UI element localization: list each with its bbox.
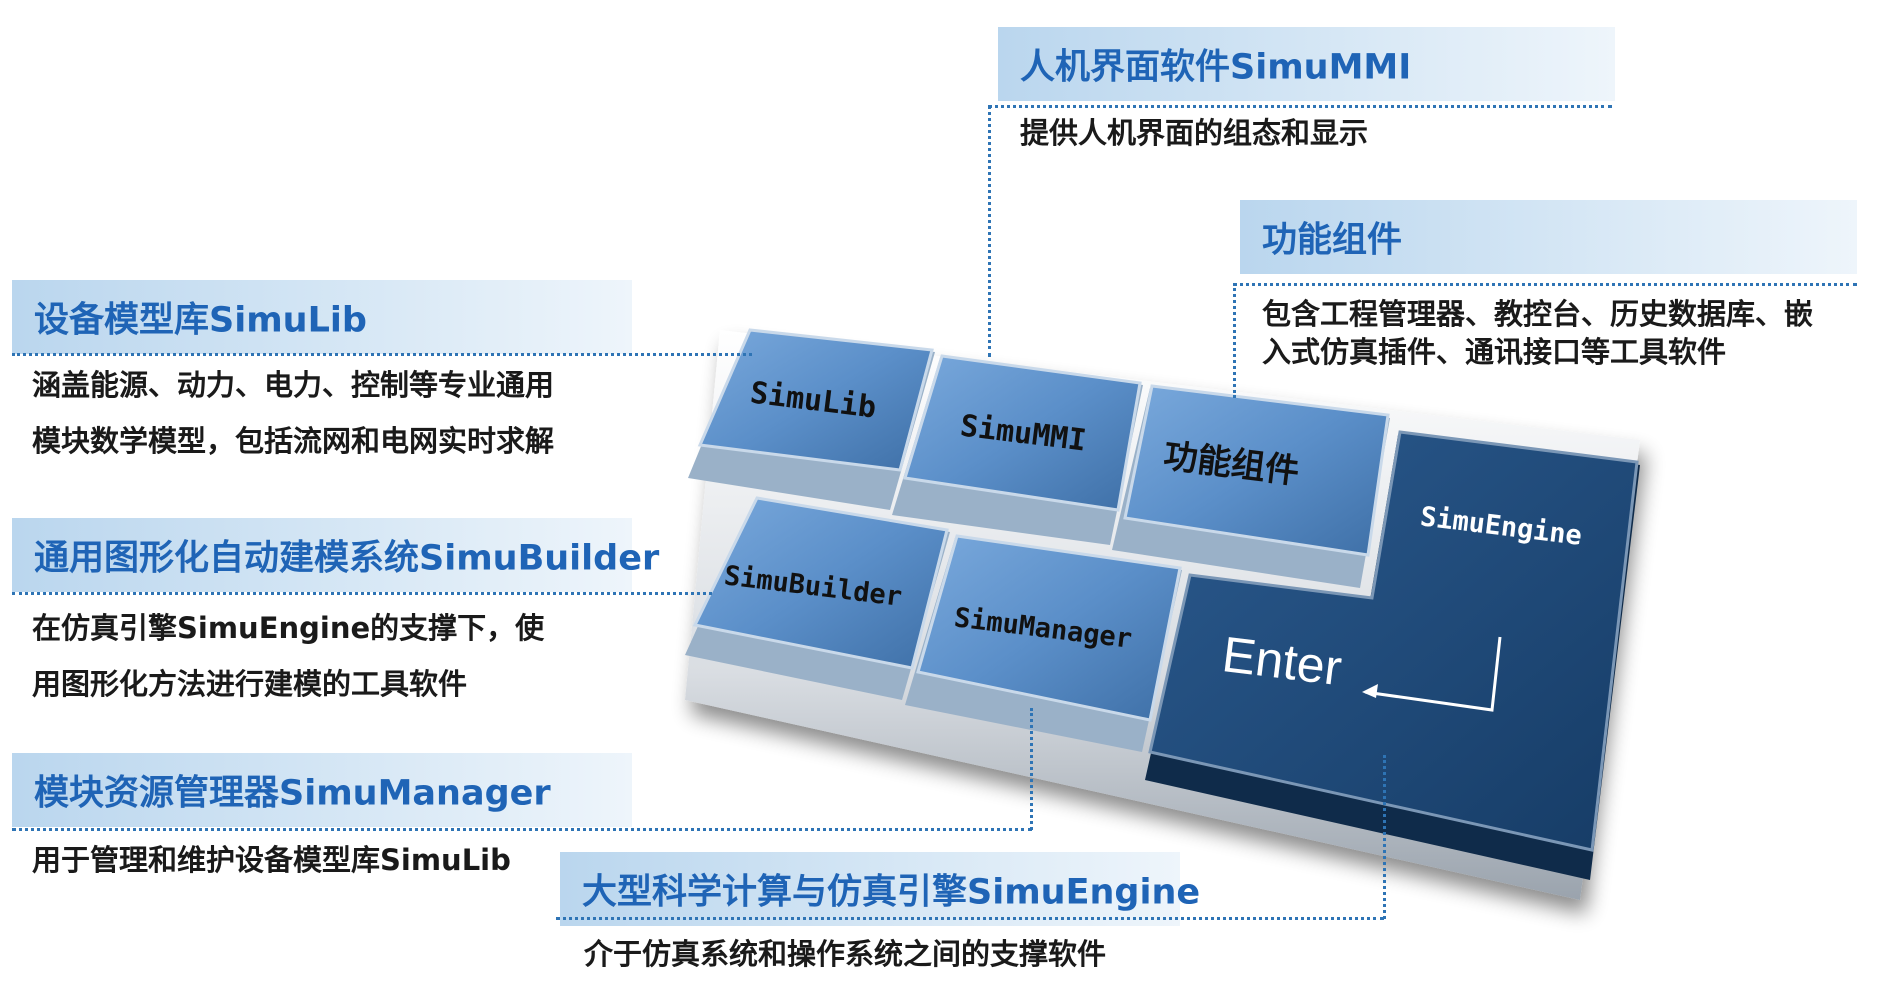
callout-desc-func-line-2: 入式仿真插件、通讯接口等工具软件 <box>1262 335 1727 369</box>
callout-title-simulib-text: 设备模型库SimuLib <box>34 300 367 341</box>
callout-desc-simumanager: 用于管理和维护设备模型库SimuLib <box>32 832 511 888</box>
connector-simubuilder-h <box>12 592 712 595</box>
callout-desc-simubuilder-line-2: 用图形化方法进行建模的工具软件 <box>32 667 468 701</box>
callout-title-simubuilder-text: 通用图形化自动建模系统SimuBuilder <box>34 538 660 579</box>
callout-desc-simulib-line-1: 涵盖能源、动力、电力、控制等专业通用 <box>32 368 555 402</box>
connector-simuengine-v <box>1383 755 1386 919</box>
key-simumanager <box>905 534 1182 752</box>
callout-desc-simumanager-line-1: 用于管理和维护设备模型库SimuLib <box>32 843 511 877</box>
callout-desc-simulib: 涵盖能源、动力、电力、控制等专业通用 模块数学模型，包括流网和电网实时求解 <box>32 357 554 469</box>
enter-arrow-icon <box>1362 636 1502 712</box>
callout-title-simumm-text: 人机界面软件SimuMMI <box>1020 47 1412 88</box>
key-simuengine-enter <box>1145 430 1640 880</box>
callout-title-simulib: 设备模型库SimuLib <box>12 280 632 354</box>
connector-simumanager-v <box>1030 708 1033 830</box>
connector-simuengine-h <box>556 917 1384 920</box>
callout-desc-simumm-line-1: 提供人机界面的组态和显示 <box>1020 116 1369 150</box>
callout-desc-simumm: 提供人机界面的组态和显示 <box>1020 105 1368 161</box>
callout-desc-simubuilder-line-1: 在仿真引擎SimuEngine的支撑下，使 <box>32 611 545 645</box>
connector-func-h <box>1233 283 1857 286</box>
key-func <box>1112 384 1390 588</box>
callout-title-simubuilder: 通用图形化自动建模系统SimuBuilder <box>12 518 659 592</box>
callout-title-func-text: 功能组件 <box>1262 220 1403 261</box>
callout-title-simuengine-text: 大型科学计算与仿真引擎SimuEngine <box>582 872 1201 913</box>
connector-func-v <box>1233 283 1236 398</box>
callout-desc-func-line-1: 包含工程管理器、教控台、历史数据库、嵌 <box>1262 297 1814 331</box>
callout-desc-func: 包含工程管理器、教控台、历史数据库、嵌 入式仿真插件、通讯接口等工具软件 <box>1262 283 1813 371</box>
callout-title-simumm: 人机界面软件SimuMMI <box>998 27 1615 101</box>
callout-desc-simulib-line-2: 模块数学模型，包括流网和电网实时求解 <box>32 424 555 458</box>
callout-title-simuengine: 大型科学计算与仿真引擎SimuEngine <box>560 852 1200 926</box>
key-simumm <box>892 354 1143 545</box>
connector-simumm-h <box>988 105 1612 108</box>
connector-simumanager-h <box>12 828 1032 831</box>
key-simulib <box>688 328 935 510</box>
callout-title-simumanager-text: 模块资源管理器SimuManager <box>34 773 551 814</box>
callout-desc-simubuilder: 在仿真引擎SimuEngine的支撑下，使 用图形化方法进行建模的工具软件 <box>32 600 544 712</box>
callout-desc-simuengine: 介于仿真系统和操作系统之间的支撑软件 <box>584 926 1106 982</box>
connector-simulib-h <box>12 353 752 356</box>
callout-desc-simuengine-line-1: 介于仿真系统和操作系统之间的支撑软件 <box>584 937 1107 971</box>
callout-title-simumanager: 模块资源管理器SimuManager <box>12 753 632 827</box>
connector-simumm-v <box>988 105 991 357</box>
key-simubuilder <box>685 496 950 700</box>
callout-title-func: 功能组件 <box>1240 200 1857 274</box>
